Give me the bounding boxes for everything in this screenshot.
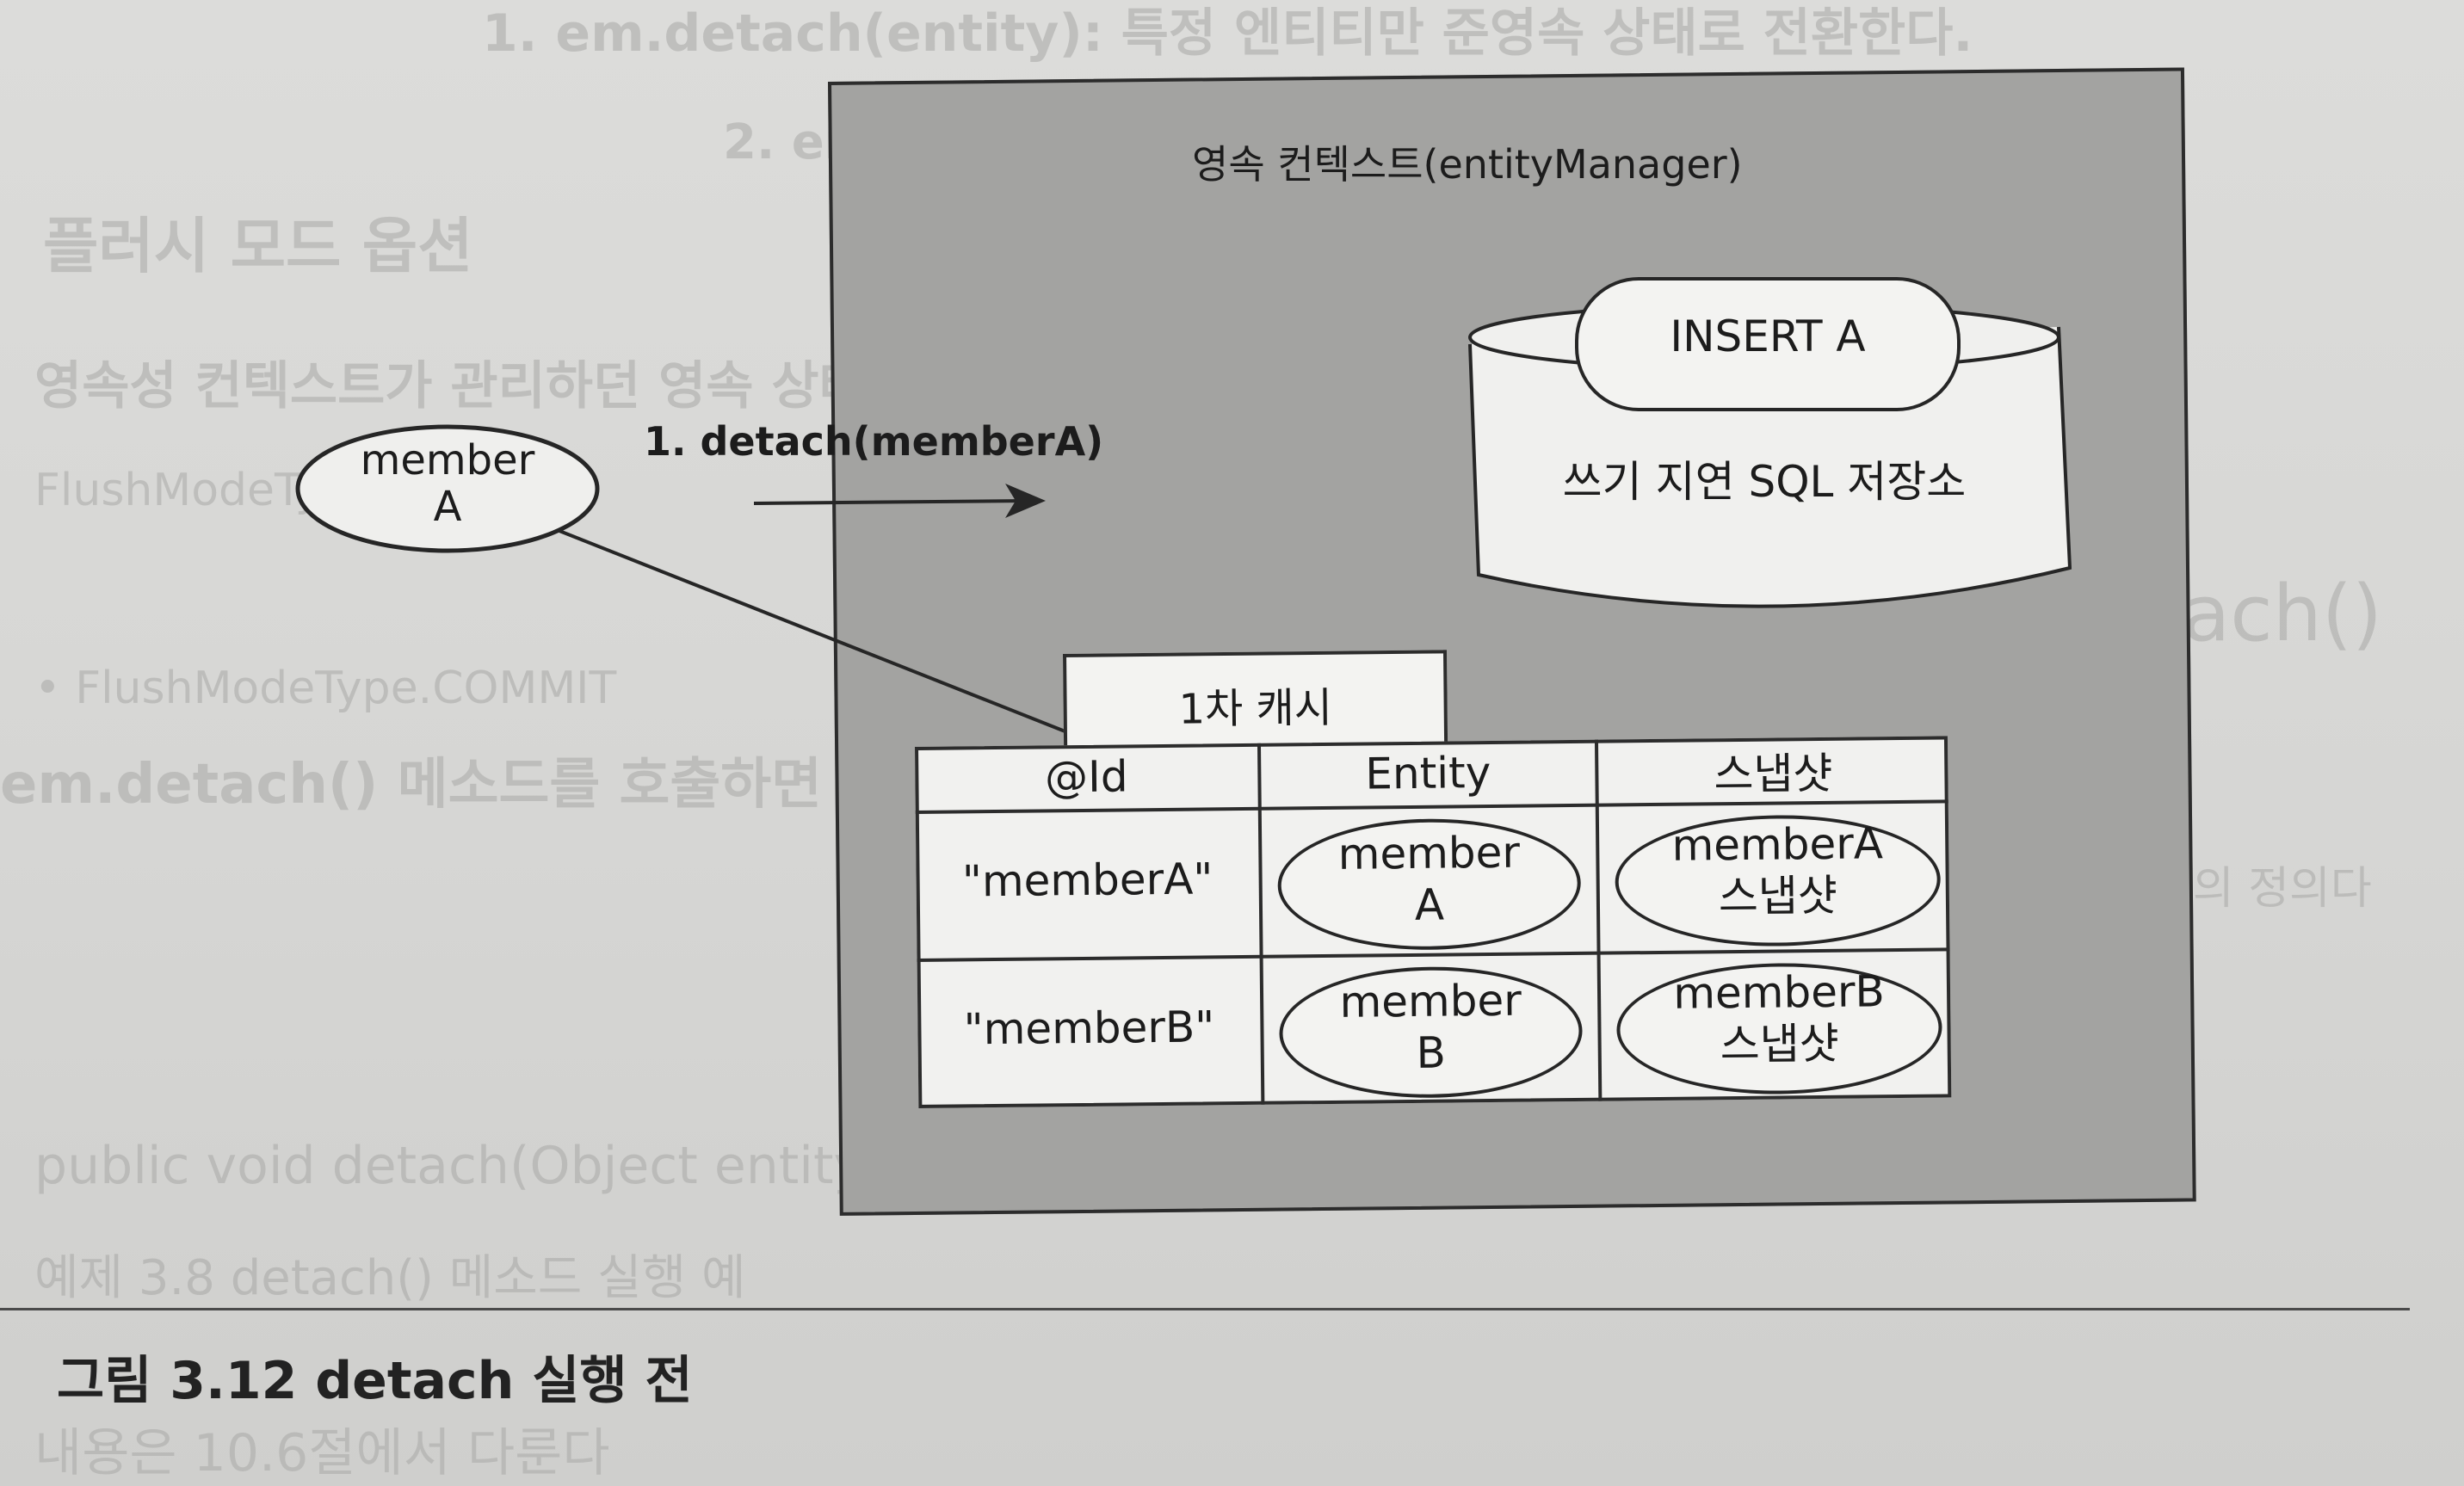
row-a-id: "memberA" [961, 854, 1213, 907]
persistence-context-title: 영속 컨텍스트(entityManager) [1192, 141, 1743, 188]
row-b-entity: member B [1279, 974, 1583, 1081]
cache-title: 1차 캐시 [1178, 683, 1333, 734]
detached-member-a-label: member A [327, 437, 568, 530]
row-b-id: "memberB" [963, 1002, 1215, 1055]
bg-text-line: • FlushModeType.COMMIT [34, 663, 617, 714]
row-a-snapshot-line1: memberA [1671, 818, 1884, 871]
bg-text-line: 1. em.detach(entity): 특정 엔티티만 준영속 상태로 전환… [482, 3, 1973, 64]
header-id: @Id [1044, 751, 1128, 803]
row-b-entity-line1: member [1339, 975, 1522, 1027]
row-a-entity-line1: member [1337, 827, 1521, 879]
row-a-entity: member A [1277, 826, 1581, 933]
row-a-entity-line2: A [1414, 879, 1445, 930]
bg-text-line: 내용은 10.6절에서 다룬다 [34, 1423, 610, 1483]
caption-rule [0, 1308, 2410, 1310]
header-snapshot: 스냅샷 [1714, 748, 1833, 800]
bg-text-line: public void detach(Object entity); [34, 1136, 902, 1196]
detach-arrow [753, 484, 1046, 518]
detach-action-label: 1. detach(memberA) [644, 418, 1104, 465]
cache-tab: 1차 캐시 [1063, 650, 1448, 752]
figure-caption: 그림 3.12 detach 실행 전 [57, 1351, 693, 1411]
detached-member-a-ellipse [295, 424, 600, 553]
row-b-entity-line2: B [1416, 1027, 1447, 1078]
bg-text-line: 예제 3.8 detach() 메소드 실행 예 [34, 1250, 746, 1306]
detached-member-a-line2: A [433, 483, 462, 531]
bg-text-line: 플러시 모드 옵션 [43, 211, 473, 281]
row-b-snapshot-line2: 스냅샷 [1720, 1018, 1839, 1070]
row-a-snapshot-line2: 스냅샷 [1718, 870, 1838, 922]
insert-query-capsule [1575, 277, 1961, 411]
insert-query-text: INSERT A [1670, 311, 1866, 361]
row-b-snapshot-line1: memberB [1672, 966, 1886, 1019]
row-b-snapshot: memberB 스냅샷 [1616, 965, 1942, 1072]
first-level-cache-table: @Id Entity 스냅샷 "memberA" member A member… [915, 736, 1952, 1108]
row-a-snapshot: memberA 스냅샷 [1615, 817, 1941, 924]
sql-store-label: 쓰기 지연 SQL 저장소 [1562, 457, 1967, 507]
detached-member-a-line1: member [360, 436, 535, 484]
header-entity: Entity [1365, 747, 1491, 799]
